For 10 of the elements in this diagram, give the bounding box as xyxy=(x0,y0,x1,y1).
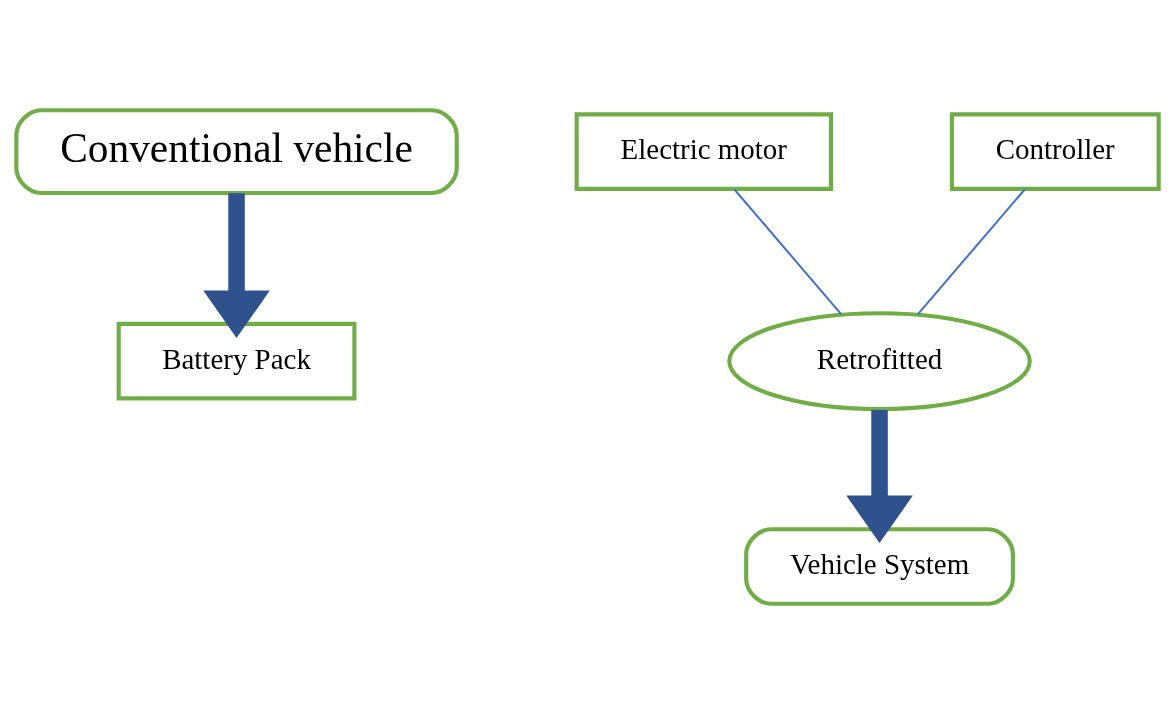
node-box: Conventional vehicle xyxy=(14,107,459,195)
connector xyxy=(917,188,1026,315)
node-box: Battery Pack xyxy=(116,321,357,400)
node-box: Vehicle System xyxy=(744,526,1015,606)
node-box: Electric motor xyxy=(574,111,834,191)
arrow xyxy=(203,192,270,338)
node-ellipse: Retrofitted xyxy=(727,310,1032,411)
connector xyxy=(733,188,843,315)
node-box: Controller xyxy=(949,111,1161,191)
arrow xyxy=(846,409,913,543)
